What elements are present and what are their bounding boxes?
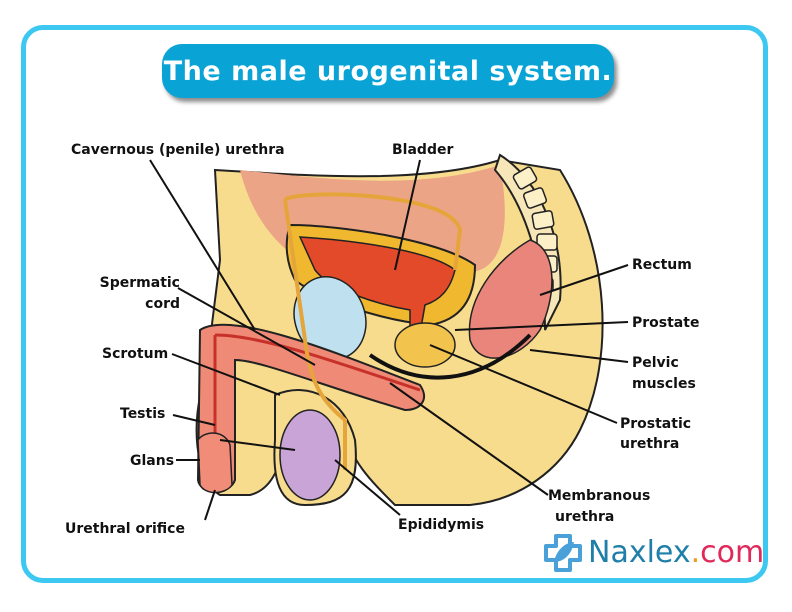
naxlex-logo[interactable]: Naxlex.com	[542, 532, 764, 572]
label-urethral-orifice: Urethral orifice	[65, 521, 185, 537]
diagram-title: The male urogenital system.	[163, 55, 613, 87]
leader-testis-2	[219, 439, 296, 451]
label-epididymis: Epididymis	[398, 517, 485, 533]
penis	[196, 323, 425, 493]
label-pelvic-muscles-line2: muscles	[632, 376, 696, 392]
leader-testis	[172, 414, 216, 426]
label-bladder: Bladder	[392, 142, 454, 158]
label-spermatic-cord-line1: Spermatic	[99, 275, 180, 291]
naxlex-cross-leaf-icon	[544, 534, 582, 572]
leader-spermatic-cord	[177, 287, 316, 366]
leader-urethral-orifice	[204, 489, 216, 521]
leader-bladder	[394, 159, 421, 271]
logo-dot: .	[690, 534, 701, 570]
label-testis: Testis	[120, 406, 166, 422]
logo-tld: com	[700, 534, 765, 570]
leader-lines	[149, 159, 629, 521]
label-cavernous-urethra: Cavernous (penile) urethra	[71, 142, 285, 158]
prostate	[394, 322, 456, 368]
leader-cavernous-urethra	[149, 159, 256, 331]
label-prostatic-urethra-line1: Prostatic	[620, 416, 692, 432]
leader-prostatic-urethra	[429, 344, 618, 424]
leader-epididymis	[334, 459, 401, 516]
leader-pelvic-muscles	[529, 349, 629, 363]
pelvic-muscles	[368, 333, 532, 380]
leader-membranous-urethra	[389, 382, 549, 496]
spermatic-cord	[283, 192, 463, 470]
logo-wordmark: Naxlex.com	[588, 535, 764, 570]
label-glans: Glans	[130, 453, 175, 469]
label-membranous-urethra-line2: urethra	[555, 509, 615, 525]
urethra	[214, 333, 421, 392]
label-spermatic-cord-line2: cord	[145, 296, 180, 312]
glans	[197, 432, 233, 494]
leader-prostate	[454, 321, 629, 331]
label-prostate: Prostate	[632, 315, 700, 331]
leader-rectum	[539, 264, 629, 296]
leader-scrotum	[171, 353, 281, 396]
label-membranous-urethra-line1: Membranous	[548, 488, 651, 504]
title-banner: The male urogenital system.	[162, 44, 614, 98]
label-prostatic-urethra-line2: urethra	[620, 436, 680, 452]
label-rectum: Rectum	[632, 257, 692, 273]
label-scrotum: Scrotum	[102, 346, 169, 362]
testis	[279, 409, 341, 501]
logo-name: Naxlex	[588, 534, 691, 570]
label-pelvic-muscles-line1: Pelvic	[632, 355, 679, 371]
